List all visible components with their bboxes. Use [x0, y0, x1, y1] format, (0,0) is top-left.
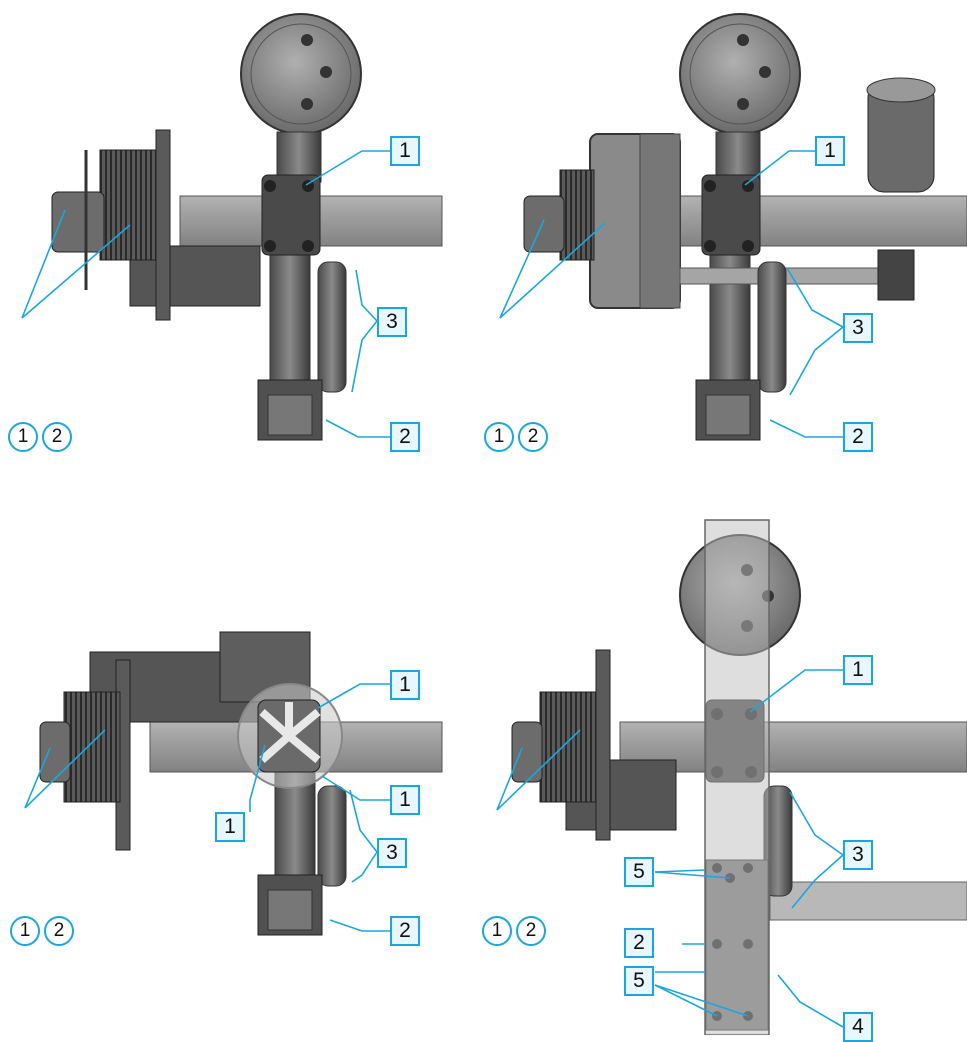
bolt-head: [320, 66, 332, 78]
callout-1: 1: [390, 785, 420, 815]
ref-circle-1: 1: [8, 422, 38, 452]
callout-3: 3: [843, 840, 873, 870]
bolt-head: [301, 98, 313, 110]
clamp-bolt: [302, 240, 314, 252]
ref-circle-2: 2: [516, 916, 546, 946]
callout-1: 1: [390, 670, 420, 700]
leader-lines: [21, 150, 844, 1028]
ref-circle-1: 1: [482, 916, 512, 946]
callout-2: 2: [390, 422, 420, 452]
callout-2: 2: [843, 422, 873, 452]
panel-top-left: [51, 13, 443, 441]
hub-fins: [539, 691, 597, 803]
panel-bottom-left: [39, 631, 443, 936]
ref-circle-2: 2: [42, 422, 72, 452]
ref-circle-1: 1: [484, 422, 514, 452]
hub-fins: [559, 169, 595, 261]
callout-1: 1: [815, 136, 845, 166]
axle-clamp: [701, 174, 761, 256]
callout-3: 3: [843, 313, 873, 343]
wheel-hub: [51, 191, 105, 253]
crossmember: [769, 881, 967, 921]
bolt-head: [737, 98, 749, 110]
brake-disc: [155, 129, 171, 321]
brake-disc: [595, 649, 611, 841]
callout-1: 1: [843, 655, 873, 685]
wheel-hub: [39, 721, 71, 783]
shock-absorber: [317, 261, 347, 393]
clamp-bolt: [704, 180, 716, 192]
callout-1: 1: [215, 812, 245, 842]
callout-2: 2: [390, 916, 420, 946]
clamp-bolt: [742, 240, 754, 252]
hub-fins: [63, 691, 121, 803]
wheel-hub: [511, 721, 543, 783]
callout-5: 5: [624, 966, 654, 996]
slack-adjuster: [877, 249, 915, 301]
bolt-head: [737, 34, 749, 46]
ref-circle-2: 2: [44, 916, 74, 946]
hub-fins: [99, 149, 157, 261]
axle-beam: [639, 195, 967, 247]
callout-5: 5: [624, 857, 654, 887]
axle-beam: [619, 721, 967, 773]
ref-circle-2: 2: [518, 422, 548, 452]
shock-absorber: [757, 261, 787, 393]
clamp-bolt: [742, 180, 754, 192]
callout-2: 2: [624, 928, 654, 958]
air-spring-top: [240, 13, 362, 135]
callout-1: 1: [390, 136, 420, 166]
callout-3: 3: [377, 838, 407, 868]
clamp-bolt: [264, 240, 276, 252]
axle-clamp: [261, 174, 321, 256]
callout-3: 3: [377, 307, 407, 337]
shock-absorber: [317, 785, 347, 887]
clamp-bolt: [264, 180, 276, 192]
clamp-bolt: [704, 240, 716, 252]
air-spring-top: [679, 13, 801, 135]
bolt-head: [301, 34, 313, 46]
callout-4: 4: [843, 1012, 873, 1042]
air-spring-stem: [276, 131, 322, 183]
ref-circle-1: 1: [10, 916, 40, 946]
transparent-frame-member: [704, 519, 770, 1036]
wheel-hub: [523, 195, 565, 253]
panel-bottom-right: [511, 519, 967, 1036]
panel-top-right: [523, 13, 967, 441]
bolt-head: [759, 66, 771, 78]
clamp-bolt: [302, 180, 314, 192]
